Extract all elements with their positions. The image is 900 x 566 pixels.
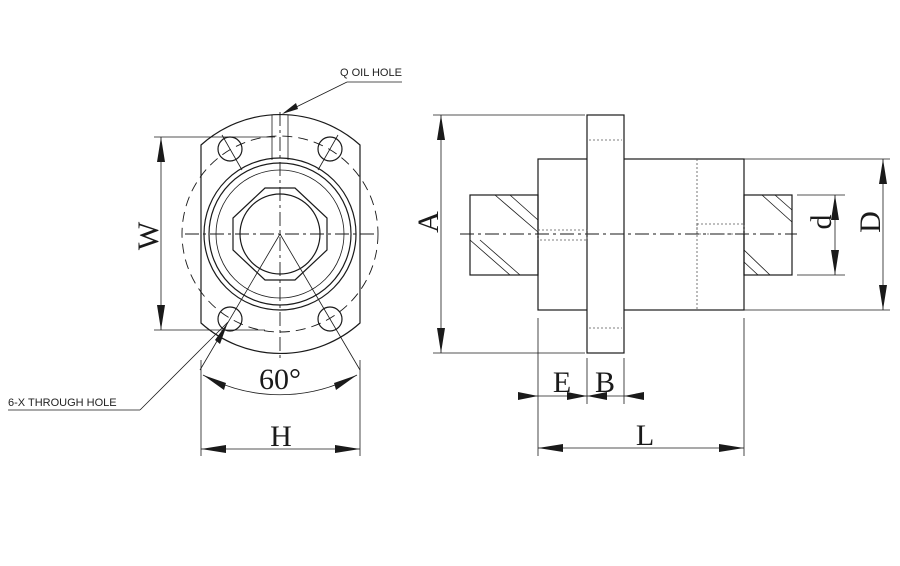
bolt-hole <box>317 306 343 332</box>
oil-hole-note: Q OIL HOLE <box>340 67 402 79</box>
nut-body <box>537 158 745 311</box>
dim-label-e: E <box>553 366 571 399</box>
dim-label-w: W <box>132 221 165 250</box>
dim-label-l: L <box>636 419 654 452</box>
dim-label-angle: 60° <box>259 363 301 396</box>
left-screw-shaft <box>469 194 539 276</box>
dim-label-h: H <box>270 420 292 453</box>
through-hole-leader <box>139 321 229 411</box>
flange-outline <box>200 113 361 355</box>
thread-hatching <box>469 194 793 276</box>
through-hole-note: 6-X THROUGH HOLE <box>8 397 117 409</box>
bolt-hole <box>317 136 343 162</box>
bolt-holes <box>217 134 343 332</box>
dim-label-b: B <box>595 366 615 399</box>
front-view: Q OIL HOLE W 60° 6-X THROUGH HOLE H <box>8 67 402 456</box>
dim-label-d-large: D <box>854 211 887 233</box>
dim-label-d-small: d <box>805 215 838 230</box>
bore-profile <box>232 187 328 281</box>
bolt-hole <box>217 306 243 332</box>
right-screw-shaft <box>743 194 793 276</box>
side-view: A d D E B L <box>412 114 890 456</box>
dim-label-a: A <box>412 211 445 233</box>
